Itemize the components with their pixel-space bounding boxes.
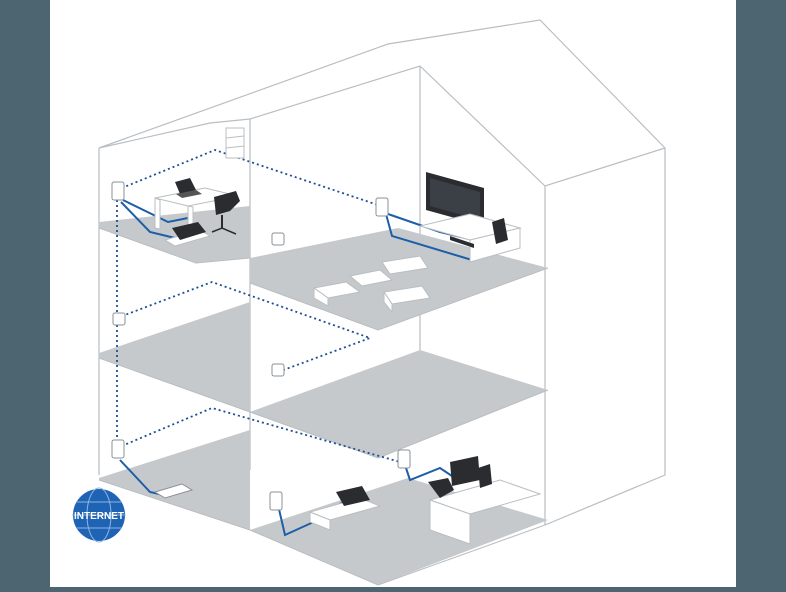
printer-icon xyxy=(336,486,370,506)
right-frame-bar xyxy=(736,0,786,587)
floor-middle-right xyxy=(250,350,548,458)
house-outline xyxy=(98,19,666,526)
internet-label: INTERNET xyxy=(74,511,124,522)
internet-globe-icon: INTERNET xyxy=(71,487,127,543)
office-chair-icon xyxy=(214,191,240,215)
living-room xyxy=(312,172,522,314)
wall-socket-icon xyxy=(271,363,285,377)
powerline-adapter-study xyxy=(397,449,411,469)
home-office-room xyxy=(269,449,542,545)
router-area xyxy=(111,439,194,499)
wall-socket-icon xyxy=(271,232,285,246)
office-room xyxy=(111,127,245,247)
printer-icon xyxy=(172,222,206,240)
powerline-adapter-home-office xyxy=(269,491,283,511)
floors xyxy=(99,206,548,585)
left-frame-bar xyxy=(0,0,50,587)
floor-bottom-left xyxy=(99,430,250,530)
powerline-wiring xyxy=(116,149,401,463)
powerline-adapter-living xyxy=(375,197,389,217)
house-network-illustration: INTERNET xyxy=(71,19,666,586)
illustration-canvas: INTERNET xyxy=(50,0,736,587)
sofa-set xyxy=(312,255,431,314)
powerline-adapter-office xyxy=(111,181,125,201)
monitor-icon xyxy=(450,456,480,486)
wall-socket-icon xyxy=(112,312,126,326)
laptop-icon xyxy=(175,178,196,194)
office-chair-icon xyxy=(428,478,454,498)
monitor-icon xyxy=(478,464,492,488)
floor-top-left xyxy=(99,206,250,263)
wall-sockets xyxy=(112,232,285,377)
router-icon xyxy=(153,483,194,499)
floor-middle-left xyxy=(99,302,250,412)
powerline-adapter-router xyxy=(111,439,125,459)
